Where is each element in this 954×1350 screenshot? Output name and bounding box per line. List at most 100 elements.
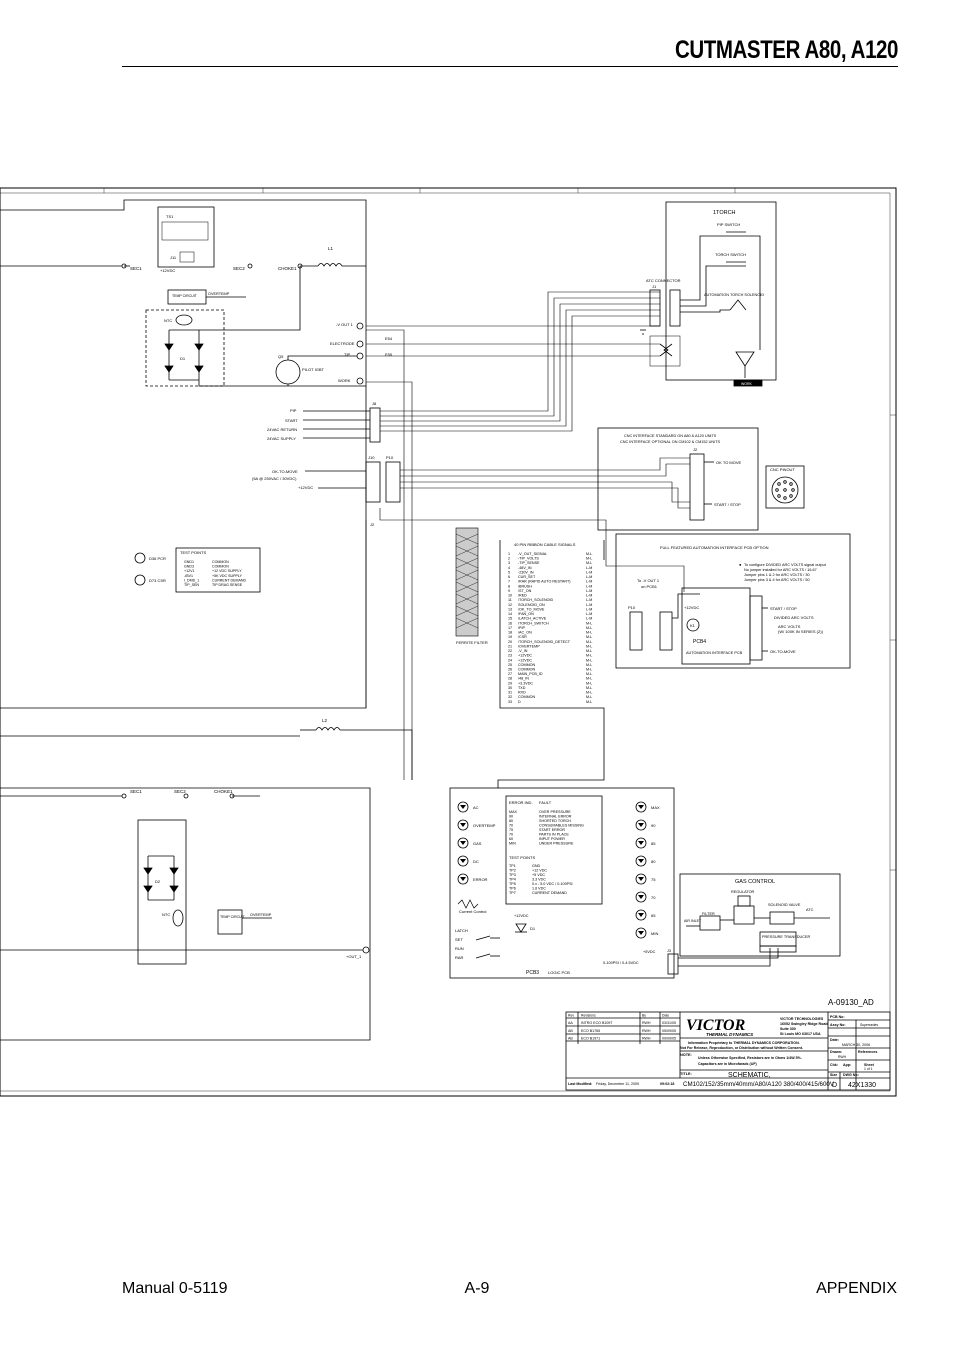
label-ts1: TS1 <box>166 214 174 219</box>
revision-cell: AA <box>568 1021 573 1025</box>
label-run: RUN <box>455 946 464 951</box>
label-k1: K1 <box>690 623 696 628</box>
pressure-led-label: 90 <box>651 823 656 828</box>
ribbon-pin-number: 2 <box>508 557 510 561</box>
test-point-id: I_DMD_1 <box>184 578 199 582</box>
company-2: 16052 Swingley Ridge Road <box>780 1022 828 1026</box>
led-diode-glyph <box>460 805 466 809</box>
proprietary-1: Information Proprietary to THERMAL DYNAM… <box>688 1041 800 1045</box>
ribbon-signal-direction: L-M <box>586 617 592 621</box>
ribbon-pin-number: 32 <box>508 695 512 699</box>
cnc-interface: CNC INTERFACE STANDARD ON A80 & A120 UNI… <box>597 427 805 531</box>
error-indicator: 75 <box>509 828 513 832</box>
pressure-led-label: 65 <box>651 913 656 918</box>
sheet-label: Sheet <box>864 1063 875 1067</box>
ribbon-pin-number: 3 <box>508 561 510 565</box>
ribbon-signal-name: /ST_ON <box>518 589 532 593</box>
label-ds6: D36 PCR <box>149 556 166 561</box>
ribbon-signal-direction: M-L <box>586 686 592 690</box>
ribbon-cable-section: FERRITE FILTER 40 PIN RIBBON CABLE SIGNA… <box>455 527 605 788</box>
label-auto-pcb: AUTOMATION INTERFACE PCB <box>686 651 743 655</box>
ribbon-signal-name: +3.3VDC <box>518 681 533 685</box>
label-overtemp-bot: OVERTEMP <box>250 913 272 917</box>
label-rar: RAR <box>455 955 464 960</box>
error-fault: INPUT POWER <box>539 837 565 841</box>
ribbon-pin-number: 16 <box>508 621 512 625</box>
ribbon-signal-name: -TIP_VOLTS <box>518 557 539 561</box>
ribbon-signal-direction: M-L <box>586 654 592 658</box>
ribbon-pin-number: 31 <box>508 691 512 695</box>
label-auto-note-3: Jumper pins 1 & 2 for ARC VOLTS / 30 <box>744 573 810 577</box>
label-torch-switch: TORCH SWITCH <box>715 252 746 257</box>
pressure-led-label: 80 <box>651 859 656 864</box>
error-indicator: MAX <box>509 810 518 814</box>
dwg-label: DWG No: <box>843 1073 859 1077</box>
label-24vac-supply: 24VAC SUPPLY <box>267 436 296 441</box>
label-12vdc-j10: +12VDC <box>298 485 313 490</box>
revision-cell: AB <box>568 1029 573 1033</box>
status-led-label: GAS <box>473 841 482 846</box>
label-12vdc-logic: +12VDC <box>514 914 529 918</box>
error-fault: UNDER PRESSURE <box>539 842 574 846</box>
ribbon-signal-name: /TORCH_SWITCH <box>518 621 549 625</box>
label-atc-connector: ATC CONNECTOR <box>646 278 681 283</box>
error-fault: INTERNAL ERROR <box>539 815 572 819</box>
logic-test-point-id: TP6 <box>509 887 516 891</box>
label-auto-title: FULL FEATURED AUTOMATION INTERFACE PCB O… <box>660 545 769 550</box>
label-24vac-return: 24VAC RETURN <box>267 427 297 432</box>
label-pilot-igbt: PILOT IGBT <box>302 367 324 372</box>
chk-label: Chk: <box>830 1063 838 1067</box>
lower-power-section: L2 SEC1 SEC2 CHOKE1 D2 NTC TEMP CIRCUIT … <box>0 718 413 1041</box>
error-indicator: MIN <box>509 842 516 846</box>
ribbon-pin-number: 27 <box>508 672 512 676</box>
label-1torch: 1TORCH <box>713 210 736 216</box>
label-automation-solenoid: AUTOMATION TORCH SOLENOID <box>704 293 764 297</box>
note-bullet: ● <box>739 562 742 567</box>
status-led-label: AC <box>473 805 479 810</box>
ribbon-signal-name: COMMON <box>518 663 536 667</box>
ribbon-signal-name: COMMON <box>518 668 536 672</box>
revision-header: Rev <box>568 1014 574 1018</box>
label-d1-logic: D1 <box>530 926 536 931</box>
logic-test-point-id: TP1 <box>509 864 516 868</box>
label-cnc-title-2: CNC INTERFACE OPTIONAL ON CM102 & CM152 … <box>620 440 721 444</box>
ribbon-signal-direction: L-M <box>586 584 592 588</box>
ribbon-signal-name: SOLENOID_ON <box>518 603 545 607</box>
ribbon-signal-name: /RED <box>518 594 527 598</box>
torch-section: 1TORCH PIP SWITCH TORCH SWITCH AUTOMATIO… <box>640 201 777 387</box>
footer-manual-number: Manual 0-5119 <box>122 1280 228 1297</box>
label-choke1-top: CHOKE1 <box>278 266 297 271</box>
label-12vdc-auto: +12VDC <box>684 605 699 610</box>
led-diode-glyph <box>638 805 644 809</box>
ribbon-signal-direction: M-L <box>586 631 592 635</box>
ribbon-signal-direction: L-M <box>586 612 592 616</box>
company-1: VICTOR TECHNOLOGIES <box>780 1017 824 1021</box>
ribbon-signal-name: MAIN_PCB_ID <box>518 672 543 676</box>
ribbon-signal-name: /BRUSH <box>518 584 532 588</box>
ribbon-pin-number: 20 <box>508 640 512 644</box>
last-modified-time: 09:02:18 <box>660 1082 674 1086</box>
label-out1: +OUT_1 <box>346 954 362 959</box>
logic-test-point-id: TP7 <box>509 891 516 895</box>
led-diode-glyph <box>638 931 644 935</box>
revision-cell: 05/09/05 <box>662 1029 676 1033</box>
label-atc: ATC <box>806 908 814 912</box>
ribbon-pin-number: 21 <box>508 644 512 648</box>
brand-sub: THERMAL DYNAMICS <box>706 1032 753 1037</box>
led-diode-glyph <box>638 823 644 827</box>
label-auto-note-1: To configure DIVIDED ARC VOLTS signal ou… <box>744 563 827 567</box>
label-test-points-top: TEST POINTS <box>180 550 206 555</box>
brand-logo: VICTOR <box>686 1017 746 1034</box>
ribbon-signal-name: /PIP <box>518 626 526 630</box>
revision-cell: 09/09/05 <box>662 1037 676 1041</box>
logic-test-point-id: TP5 <box>509 882 516 886</box>
error-indicator: 60 <box>509 837 513 841</box>
label-j10: J10 <box>368 455 375 460</box>
logic-test-point-desc: 3.3 VDC <box>532 878 546 882</box>
logic-test-point-desc: CURRENT DEMAND <box>532 891 567 895</box>
